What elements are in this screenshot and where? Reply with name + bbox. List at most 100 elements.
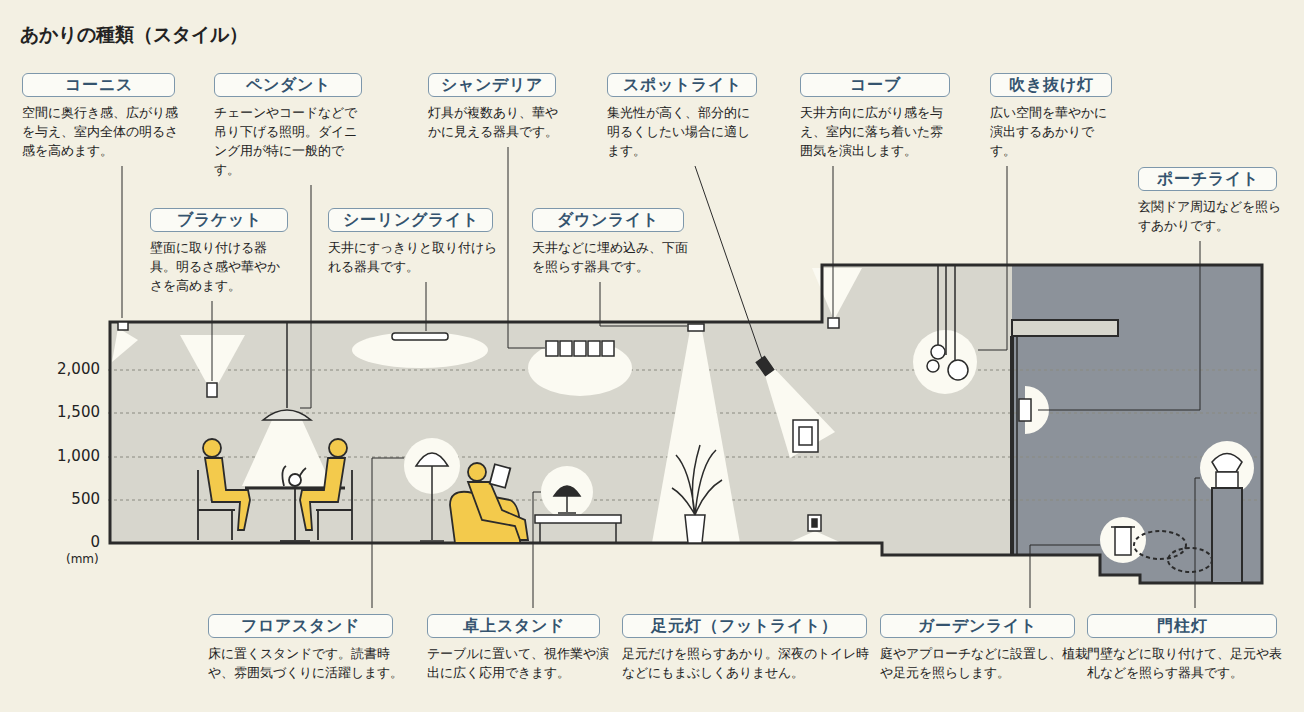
house-outline: [110, 265, 1262, 583]
callout-label: コーニス空間に奥行き感、広がり感を与え、室内全体の明るさ感を高めます。: [22, 73, 180, 160]
furniture-people: [294, 488, 296, 540]
light-fixture: [927, 360, 939, 372]
house-outline: [1010, 336, 1014, 555]
light-fixture: [207, 383, 217, 397]
callout-description: チェーンやコードなどで吊り下げる照明。ダイニング用が特に一般的です。: [214, 103, 366, 179]
callout-heading: 吹き抜け灯: [990, 73, 1112, 97]
light-fixture: [615, 523, 617, 543]
garden-post: [1212, 488, 1242, 583]
callout-heading: スポットライト: [607, 73, 757, 97]
plant: [685, 515, 705, 543]
light-fixture: [118, 322, 128, 330]
dimension-label: 500: [40, 490, 100, 508]
light-fixture: [1216, 472, 1238, 488]
leader-line: [1195, 478, 1200, 608]
light-fixture: [1111, 526, 1135, 528]
furniture-people: [203, 439, 221, 457]
callout-label: ダウンライト天井などに埋め込み、下面を照らす器具です。: [532, 208, 692, 276]
light-fixture: [416, 453, 448, 466]
garden-post: [1134, 531, 1186, 559]
callout-label: ペンダントチェーンやコードなどで吊り下げる照明。ダイニング用が特に一般的です。: [214, 73, 366, 179]
leader-line: [833, 166, 834, 317]
callout-heading: シャンデリア: [428, 73, 556, 97]
light-fixture: [560, 341, 572, 356]
callout-description: 集光性が高く、部分的に明るくしたい場合に適します。: [607, 103, 757, 160]
callout-heading: ダウンライト: [532, 208, 684, 232]
furniture-people: [282, 466, 306, 486]
callout-description: 庭やアプローチなどに設置し、植栽や足元を照らします。: [880, 644, 1090, 682]
light-fixture: [431, 466, 433, 540]
light-fixture: [558, 512, 576, 514]
callout-label: 足元灯（フットライト）足元だけを照らすあかり。深夜のトイレ時などにもまぶしくあり…: [622, 614, 874, 682]
light-fixture: [1212, 454, 1242, 473]
leader-line: [695, 166, 763, 362]
light-glow: [242, 420, 332, 486]
light-fixture: [588, 341, 600, 356]
callout-heading: シーリングライト: [328, 208, 493, 232]
light-fixture: [420, 540, 444, 542]
light-glow: [788, 531, 842, 543]
plant: [672, 445, 722, 515]
callout-heading: フロアスタンド: [208, 614, 393, 638]
furniture-people: [289, 474, 301, 486]
light-fixture: [1115, 527, 1131, 555]
furniture-people: [205, 458, 250, 530]
light-fixture: [808, 515, 821, 531]
leader-line: [426, 282, 427, 331]
callout-description: 床に置くスタンドです。読書時や、雰囲気づくりに活躍します。: [208, 644, 406, 682]
callout-description: 門壁などに取り付けて、足元や表札などを照らす器具です。: [1087, 644, 1292, 682]
light-fixture: [828, 318, 839, 328]
light-fixture: [812, 519, 817, 527]
leader-line: [600, 282, 687, 326]
garden-post: [1134, 488, 1242, 583]
furniture-people: [197, 470, 199, 540]
light-fixture: [566, 496, 568, 512]
callout-label: シャンデリア灯具が複数あり、華やかに見える器具です。: [428, 73, 568, 141]
leader-line: [978, 166, 1007, 350]
furniture-people: [231, 510, 233, 540]
leader-line: [533, 492, 541, 608]
light-fixture: [793, 420, 818, 452]
furniture-people: [490, 464, 511, 487]
callout-description: 天井にすっきりと取り付けられる器具です。: [328, 238, 498, 276]
light-glow: [913, 330, 977, 394]
light-fixture: [546, 341, 558, 356]
callout-heading: ポーチライト: [1138, 167, 1277, 191]
light-fixture: [954, 265, 956, 360]
callout-description: 天井方向に広がり感を与え、室内に落ち着いた雰囲気を演出します。: [800, 103, 952, 160]
leader-line: [122, 147, 1200, 608]
furniture-people: [468, 482, 528, 540]
garden-post: [1168, 548, 1212, 572]
dimension-label: 1,000: [40, 447, 100, 465]
furniture-people: [329, 439, 347, 457]
leader-line: [1030, 545, 1100, 608]
light-glow: [812, 268, 862, 320]
dimension-label: 1,500: [40, 403, 100, 421]
leader-line: [372, 458, 404, 608]
light-glow: [652, 330, 740, 543]
light-fixture: [756, 357, 773, 376]
callout-label: 卓上スタンドテーブルに置いて、視作業や演出に広く応用できます。: [427, 614, 619, 682]
callout-description: 灯具が複数あり、華やかに見える器具です。: [428, 103, 568, 141]
light-fixture: [948, 360, 968, 380]
light-glow: [112, 268, 1254, 563]
exterior-wall: [1012, 265, 1262, 583]
diagram-title: あかりの種類（スタイル）: [20, 22, 248, 48]
dimension-label: 0: [40, 533, 100, 551]
light-fixture: [1019, 399, 1031, 421]
light-glow: [764, 366, 835, 458]
leader-line: [122, 166, 123, 318]
callout-description: 天井などに埋め込み、下面を照らす器具です。: [532, 238, 692, 276]
light-glow: [1200, 441, 1254, 495]
exterior-wall: [1012, 320, 1118, 336]
callout-description: 玄関ドア周辺などを照らすあかりです。: [1138, 197, 1283, 235]
callout-label: 門柱灯門壁などに取り付けて、足元や表札などを照らす器具です。: [1087, 614, 1292, 682]
callout-heading: 門柱灯: [1087, 614, 1277, 638]
callout-label: ポーチライト玄関ドア周辺などを照らすあかりです。: [1138, 167, 1283, 235]
leader-line: [300, 185, 311, 408]
callout-description: テーブルに置いて、視作業や演出に広く応用できます。: [427, 644, 619, 682]
callout-label: 吹き抜け灯広い空間を華やかに演出するあかりです。: [990, 73, 1114, 160]
callout-heading: ペンダント: [214, 73, 362, 97]
house-outline: [110, 265, 1262, 583]
